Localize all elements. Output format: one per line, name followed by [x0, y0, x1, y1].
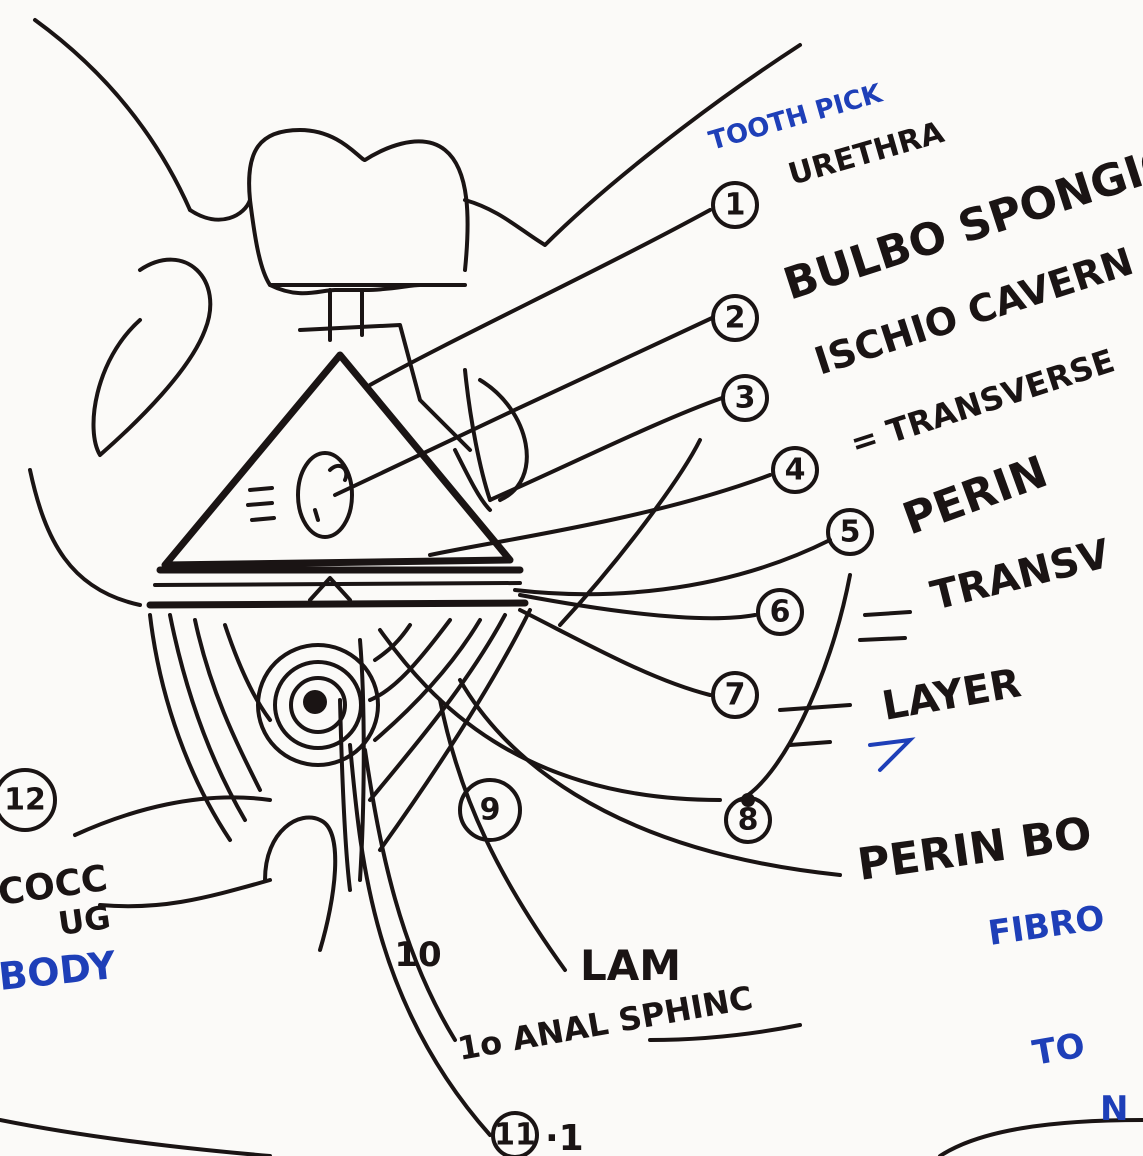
- to-label: TO: [1030, 1025, 1088, 1073]
- transverse-bands: [150, 570, 525, 605]
- urethra-opening: [298, 453, 352, 537]
- svg-text:6: 6: [770, 595, 791, 630]
- layer-label: LAYER: [879, 660, 1025, 730]
- svg-text:12: 12: [4, 783, 46, 818]
- svg-text:3: 3: [735, 381, 756, 416]
- pelvis-outline: [30, 20, 800, 605]
- callout-11: 11: [493, 1113, 537, 1156]
- lam-label: LAM: [580, 941, 681, 990]
- svg-text:1: 1: [725, 188, 746, 223]
- anal-sphincter-rings: [258, 645, 378, 765]
- svg-text:9: 9: [480, 793, 501, 828]
- ug-label: UG: [56, 898, 113, 943]
- anal-sphincter-label: 1o ANAL SPHINC: [455, 979, 756, 1068]
- svg-text:7: 7: [725, 678, 746, 713]
- callout-9: 9: [460, 780, 520, 840]
- body-label: BODY: [0, 943, 118, 999]
- callout-1: 1: [713, 183, 757, 227]
- callout-3: 3: [723, 376, 767, 420]
- transverse-deep-label: TRANSV: [926, 531, 1114, 620]
- svg-text:8: 8: [738, 803, 759, 838]
- callout-10: 10: [394, 935, 441, 975]
- callout-5: 5: [828, 510, 872, 554]
- callout-7: 7: [713, 673, 757, 717]
- svg-text:5: 5: [840, 515, 861, 550]
- svg-text:11: 11: [494, 1118, 536, 1153]
- svg-text:10: 10: [394, 935, 441, 975]
- blue-marks: [870, 740, 910, 770]
- bullet-dots: [741, 793, 755, 807]
- callout-4: 4: [773, 448, 817, 492]
- fibro-label: FIBRO: [986, 898, 1107, 954]
- callout-6: 6: [758, 590, 802, 634]
- callout-12: 12: [0, 770, 55, 830]
- dot-one-label: ·1: [545, 1118, 584, 1156]
- perineal-label: PERIN: [896, 446, 1054, 545]
- svg-text:2: 2: [725, 301, 746, 336]
- levator-ani-fibers: [150, 610, 530, 890]
- n-label: N: [1100, 1089, 1128, 1129]
- perineal-body-label: PERIN BO: [854, 808, 1094, 891]
- svg-text:4: 4: [785, 453, 806, 488]
- coccyx-shape: [265, 818, 335, 951]
- callout-2: 2: [713, 296, 757, 340]
